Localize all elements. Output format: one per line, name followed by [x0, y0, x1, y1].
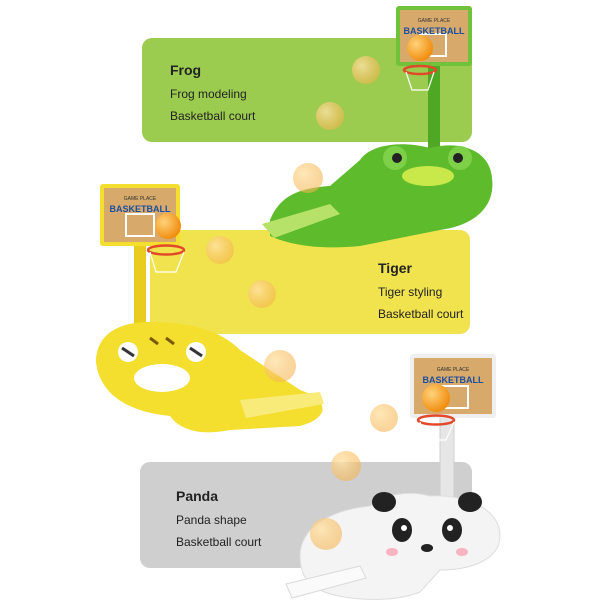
frog-label: Frog Frog modeling Basketball court — [170, 62, 255, 131]
tiger-desc-2: Basketball court — [378, 307, 464, 321]
tiger-backboard-top-text: GAME PLACE — [124, 196, 157, 202]
panda-backboard-main-text: BASKETBALL — [423, 375, 484, 385]
frog-ball — [407, 35, 433, 61]
panda-toy: GAME PLACE BASKETBALL — [285, 354, 501, 600]
tiger-title: Tiger — [378, 260, 412, 276]
panda-ball — [422, 384, 450, 412]
frog-backboard-main-text: BASKETBALL — [404, 26, 465, 36]
panda-label: Panda Panda shape Basketball court — [176, 488, 261, 557]
frog-backboard: GAME PLACE BASKETBALL — [396, 6, 472, 66]
panda-backboard-top-text: GAME PLACE — [437, 367, 470, 373]
panda-backboard: GAME PLACE BASKETBALL — [410, 354, 496, 418]
tiger-desc-1: Tiger styling — [378, 285, 443, 299]
panda-desc-1: Panda shape — [176, 513, 247, 527]
frog-launcher — [262, 204, 340, 238]
tiger-hoop-pole — [134, 236, 146, 346]
frog-hoop-rim — [402, 64, 438, 76]
panda-desc-2: Basketball court — [176, 535, 262, 549]
frog-desc-2: Basketball court — [170, 109, 256, 123]
frog-desc-1: Frog modeling — [170, 87, 247, 101]
panda-launcher — [285, 565, 367, 599]
panda-nose — [421, 544, 433, 552]
frog-mouth — [402, 166, 454, 186]
frog-backboard-top-text: GAME PLACE — [418, 18, 451, 24]
panda-title: Panda — [176, 488, 219, 504]
frog-hoop-net — [405, 71, 435, 91]
panda-hoop-net — [419, 421, 455, 441]
tiger-ball — [155, 213, 181, 239]
frog-title: Frog — [170, 62, 202, 78]
tiger-muzzle — [134, 364, 190, 392]
frog-toy: GAME PLACE BASKETBALL — [262, 6, 493, 248]
tiger-hoop-net — [149, 251, 185, 273]
tiger-backboard-main-text: BASKETBALL — [110, 204, 171, 214]
tiger-launcher — [240, 392, 324, 418]
tiger-panel — [150, 230, 470, 334]
panda-hoop-rim — [416, 414, 456, 426]
ball-trajectories — [155, 35, 450, 550]
frog-hoop-pole — [428, 60, 440, 160]
tiger-label: Tiger Tiger styling Basketball court — [378, 260, 463, 329]
tiger-hoop-rim — [146, 244, 186, 256]
